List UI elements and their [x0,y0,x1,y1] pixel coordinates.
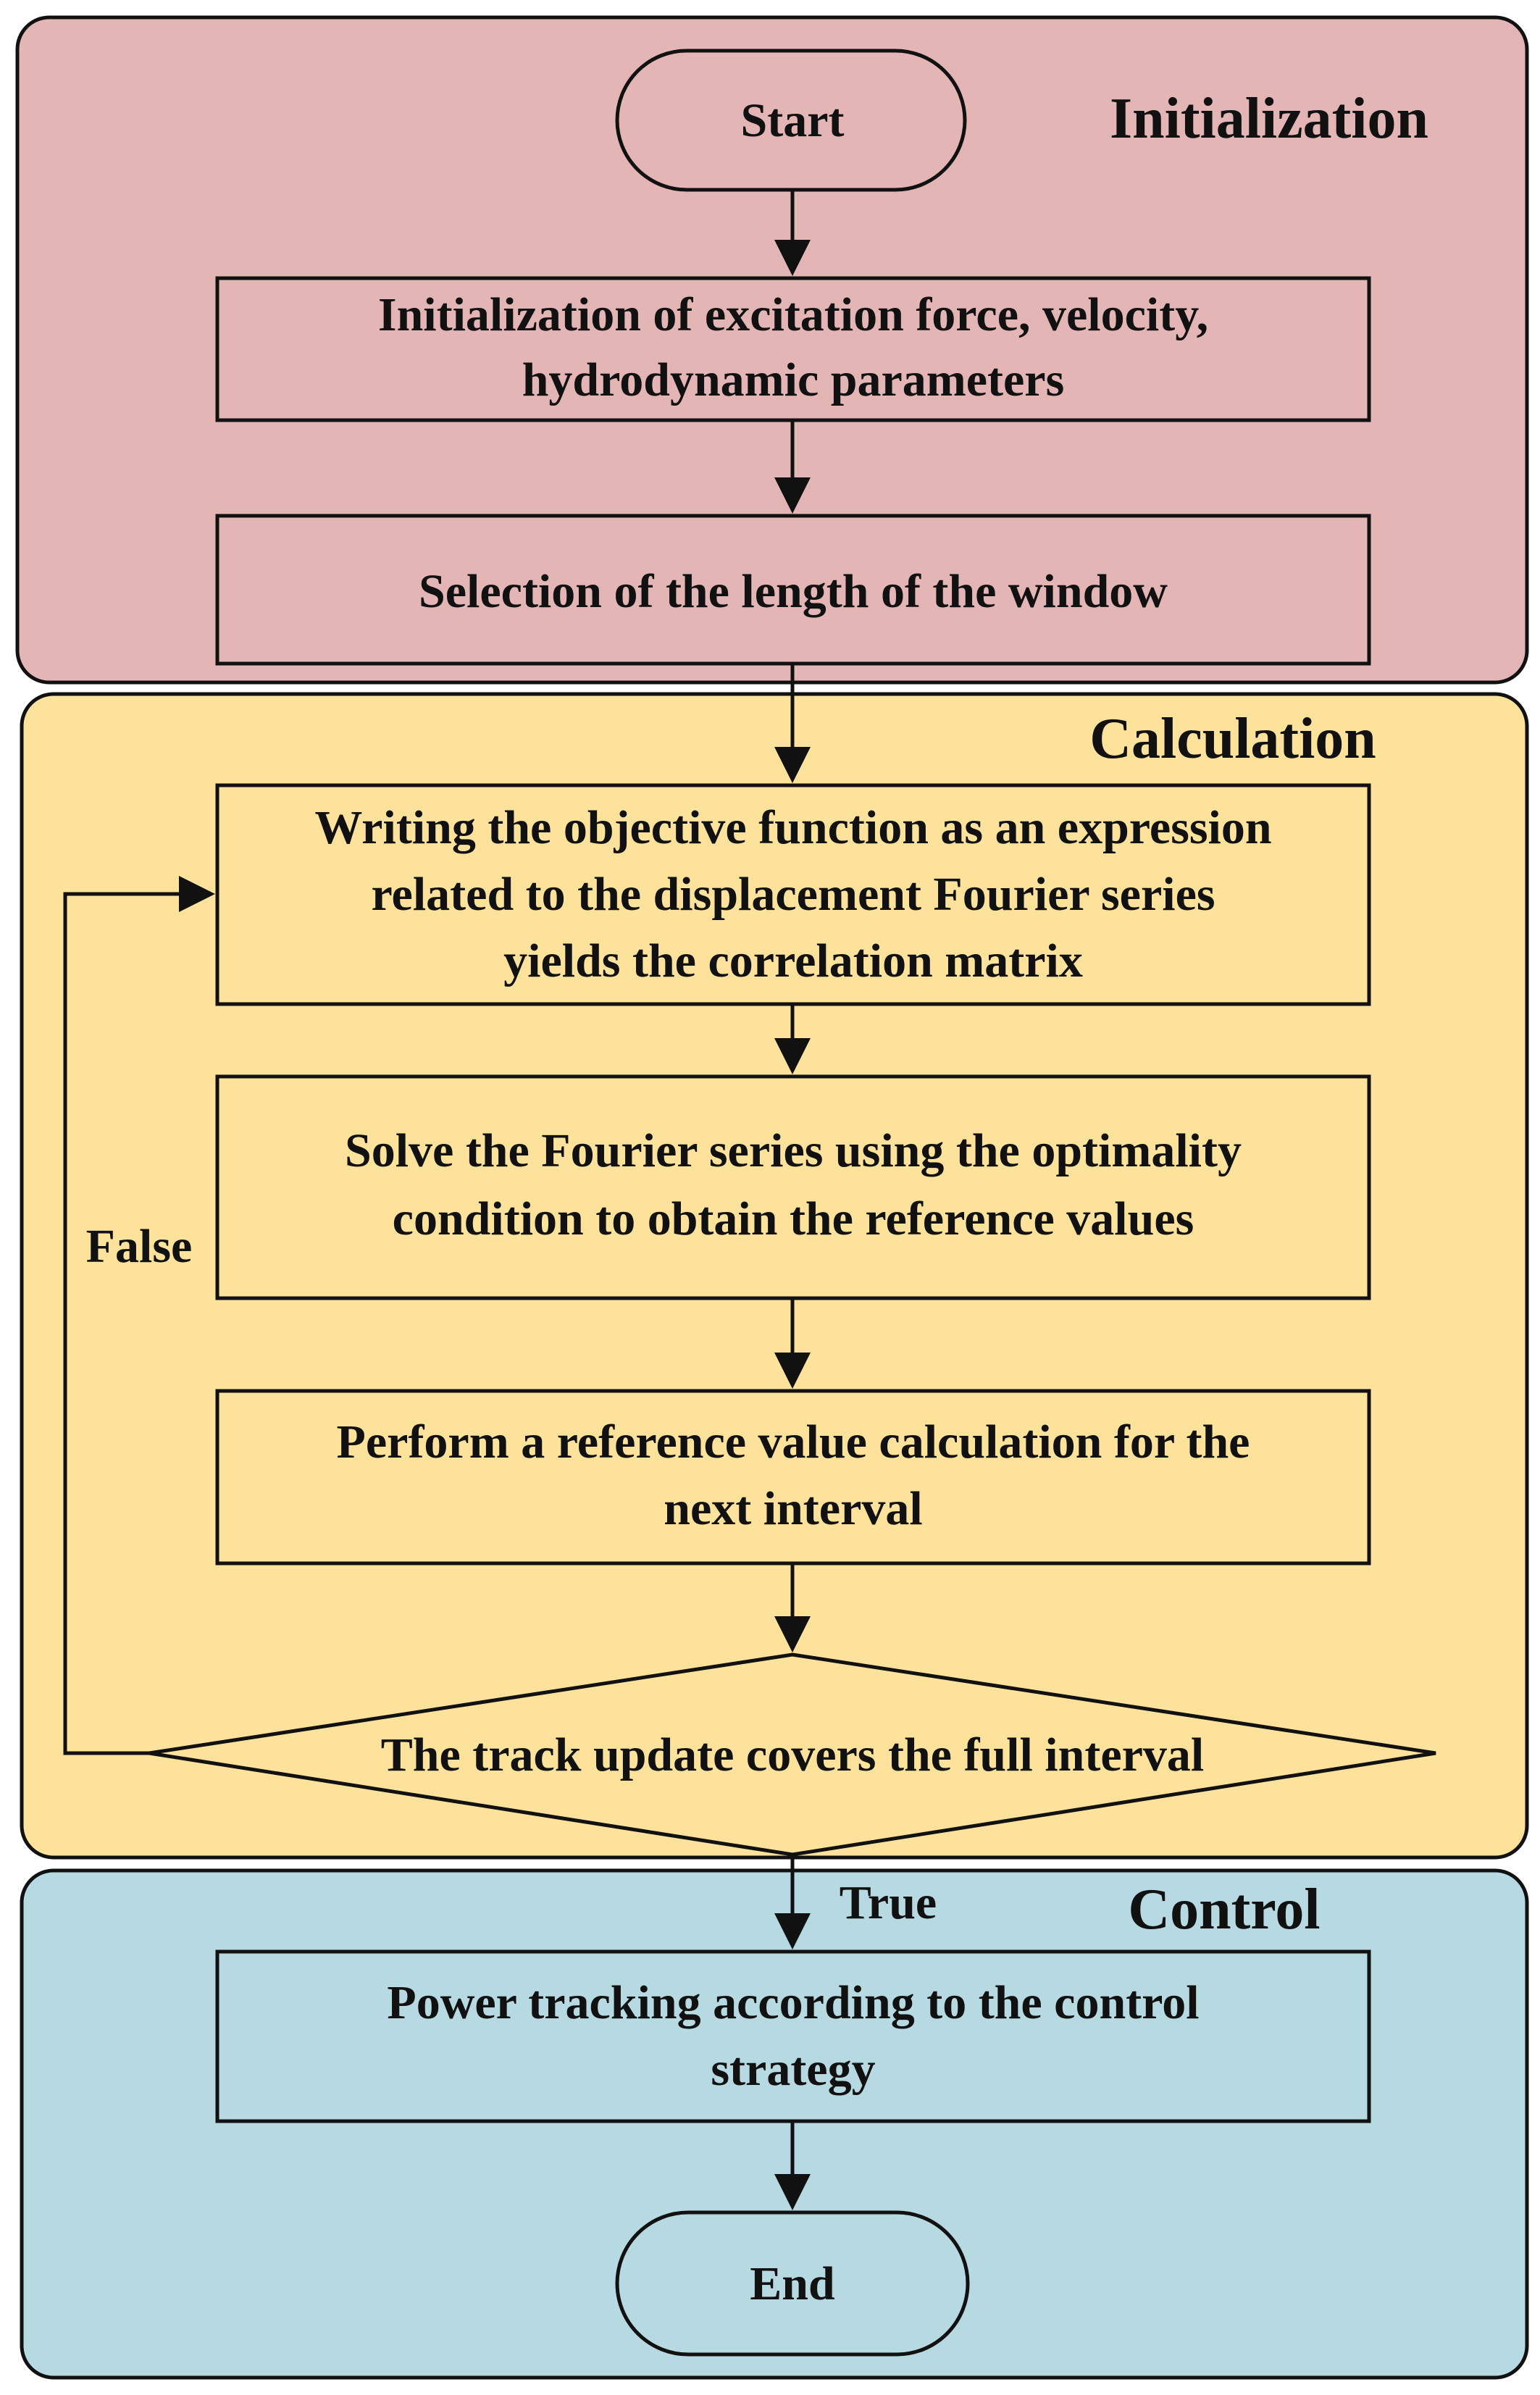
false-label: False [86,1220,193,1273]
objective-function-box [215,783,1371,1006]
end-text: End [750,2257,834,2310]
objective-function-line2: related to the displacement Fourier seri… [371,868,1215,921]
init-parameters-line2: hydrodynamic parameters [522,354,1065,406]
true-label: True [840,1876,937,1929]
start-text: Start [741,94,845,147]
window-selection-box [215,514,1371,666]
power-tracking-line2: strategy [711,2043,875,2096]
reference-calculation-line2: next interval [664,1482,922,1535]
decision-text: The track update covers the full interva… [381,1729,1205,1781]
power-tracking-line1: Power tracking according to the control [387,1976,1199,2029]
calculation-label: Calculation [1089,707,1376,771]
end-terminal [615,2210,970,2357]
reference-calculation-box [215,1389,1371,1566]
solve-fourier-line2: condition to obtain the reference values [393,1192,1194,1245]
objective-function-line3: yields the correlation matrix [503,935,1083,987]
objective-function-line1: Writing the objective function as an exp… [314,801,1271,854]
init-parameters-box [215,276,1371,422]
reference-calculation-line1: Perform a reference value calculation fo… [337,1416,1250,1468]
control-label: Control [1128,1878,1320,1942]
initialization-label: Initialization [1110,87,1428,151]
power-tracking-box [215,1949,1371,2123]
false-loop-arrow [63,876,215,1755]
window-selection-text: Selection of the length of the window [419,565,1168,618]
solve-fourier-box [215,1074,1371,1300]
solve-fourier-line1: Solve the Fourier series using the optim… [345,1124,1242,1177]
init-parameters-line1: Initialization of excitation force, velo… [378,288,1208,341]
